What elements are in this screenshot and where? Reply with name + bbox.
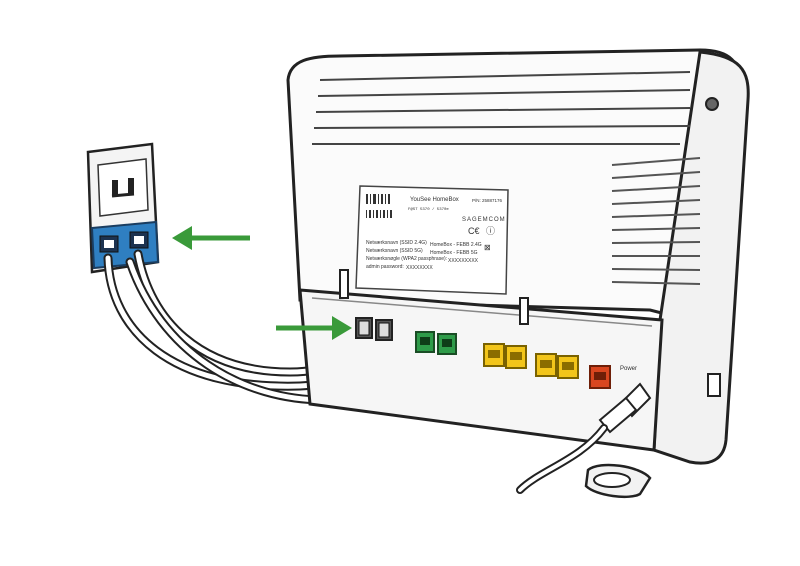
back-ports: Power [355,317,637,389]
barcode-top [366,194,390,204]
lan-ports-1-2 [483,343,527,369]
wall-socket [86,142,160,274]
label-ssid24: Netværksnavn (SSID 2.4G) [366,240,427,246]
label-admin: admin password: [366,264,404,270]
side-vents [611,157,701,285]
label-brand: SAGEMCOM [462,217,506,223]
side-button [707,373,721,397]
power-cable [516,382,652,498]
label-model: YouSee HomeBox [410,197,459,203]
arrow-to-socket-icon [172,226,250,250]
barcode-mid [366,210,392,218]
lan-ports-3-4 [535,353,579,379]
label-wpa-value: XXXXXXXXX [448,258,479,264]
arrow-to-dsl-port-icon [276,316,352,340]
product-label: YouSee HomeBox P/N: 25887176 F@ST 5370 /… [355,185,509,295]
label-product-id: F@ST 5370 / 5370e [408,207,449,212]
label-ssid24-value: HomeBox - FEBB 2.4G [430,242,482,248]
weee-icon: ⊠ [484,243,491,252]
green-ports [415,331,457,355]
ce-mark-icon: C€ [468,226,480,236]
label-admin-value: XXXXXXXX [406,265,433,271]
red-port [589,365,611,389]
indicator-hole [705,97,719,111]
label-wpa: Netværksnøgle (WPA2 passphrase): [366,256,447,262]
dsl-ports [355,317,393,341]
top-vents [312,71,691,145]
label-ssid5-value: HomeBox - FEBB 5G [430,250,478,256]
label-ssid5: Netværksnavn (SSID 5G) [366,248,423,254]
info-icon: ⓘ [486,226,495,236]
label-pn: P/N: 25887176 [472,198,503,203]
power-port-label: Power [620,366,637,372]
